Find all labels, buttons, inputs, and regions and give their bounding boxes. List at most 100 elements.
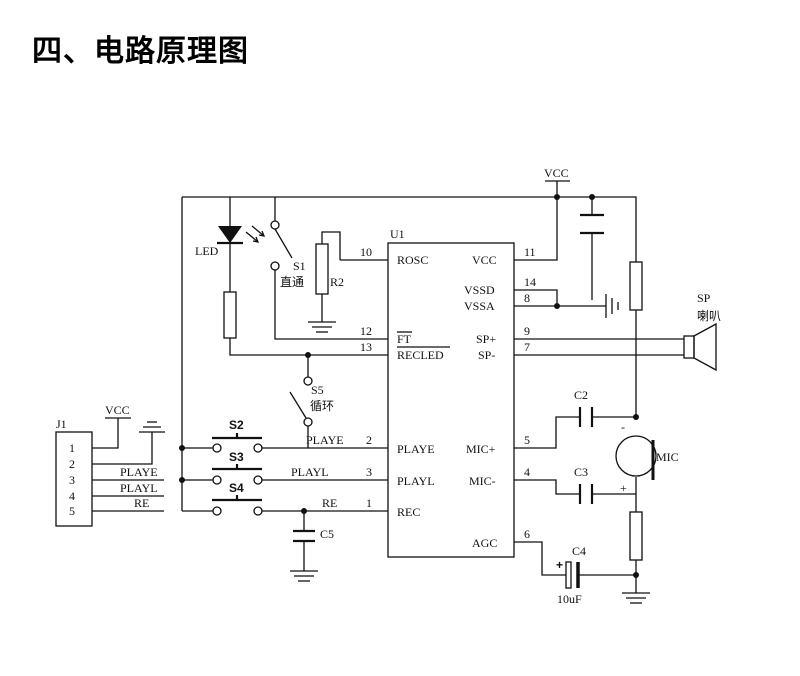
led-indicator: LED — [195, 225, 266, 258]
j1-signal-playl: PLAYL — [120, 481, 158, 495]
chip-body — [387, 242, 515, 558]
pin-name-sp-minus: SP- — [478, 348, 495, 362]
switch-lever — [289, 391, 307, 419]
capacitor-c3: C3 — [574, 465, 594, 504]
switch-lever — [274, 228, 293, 259]
cap-plate-positive — [565, 561, 572, 589]
s1-label: S1 — [293, 259, 306, 273]
pin-num-8: 8 — [524, 291, 530, 305]
chip-ref: U1 — [390, 227, 405, 241]
j1-pin-1: 1 — [69, 441, 75, 455]
wire-top-rail — [182, 196, 637, 262]
s2-label: S2 — [229, 418, 244, 432]
c4-label: C4 — [572, 544, 586, 558]
j1-pin-3: 3 — [69, 473, 75, 487]
c3-label: C3 — [574, 465, 588, 479]
pin-name-sp-plus: SP+ — [476, 332, 496, 346]
led-label: LED — [195, 244, 219, 258]
pin-num-13: 13 — [360, 340, 372, 354]
wire-j1-vcc — [92, 417, 131, 449]
pushbutton-s3: S3 — [212, 450, 263, 485]
mic-bias-resistor-bottom — [629, 511, 643, 561]
microphone: MIC - + — [615, 420, 679, 495]
wire-j1-gnd — [92, 432, 153, 465]
led-light-arrow — [245, 231, 260, 243]
resistor-r2: R2 — [308, 243, 344, 333]
switch-contact — [270, 261, 280, 271]
wire-vcc-top — [514, 180, 570, 261]
capacitor-c5: C5 — [290, 527, 334, 582]
net-label-playl: PLAYL — [291, 465, 329, 479]
vcc-top-label: VCC — [544, 166, 569, 180]
junction-dot — [301, 508, 307, 514]
pushbutton-s4: S4 — [212, 481, 263, 516]
pin-num-11: 11 — [524, 245, 536, 259]
led-light-arrow — [251, 225, 266, 237]
button-contact — [212, 475, 222, 485]
button-contact — [253, 506, 263, 516]
button-contact — [253, 443, 263, 453]
switch-s1: S1 直通 — [270, 220, 306, 289]
pin-num-10: 10 — [360, 245, 372, 259]
pin-num-12: 12 — [360, 324, 372, 338]
pin-name-rosc: ROSC — [397, 253, 428, 267]
led-resistor — [223, 291, 237, 339]
j1-vcc-label: VCC — [105, 403, 130, 417]
button-contact — [253, 475, 263, 485]
speaker: SP 喇叭 — [683, 291, 721, 372]
pin-num-3: 3 — [366, 465, 372, 479]
pin-name-vcc: VCC — [472, 253, 497, 267]
chip-u1: U1 ROSC FT RECLED PLAYE PLAYL REC 10 12 … — [360, 227, 536, 558]
mic-bias-resistor-top — [629, 261, 643, 311]
button-contact — [212, 443, 222, 453]
j1-label: J1 — [56, 417, 67, 431]
junction-dot — [633, 414, 639, 420]
pin-num-2: 2 — [366, 433, 372, 447]
pin-num-9: 9 — [524, 324, 530, 338]
j1-signal-re: RE — [134, 496, 149, 510]
pin-name-mic-plus: MIC+ — [466, 442, 496, 456]
wire-led-branch — [229, 197, 388, 356]
pin-num-1: 1 — [366, 496, 372, 510]
junction-dot — [179, 477, 185, 483]
j1-signal-playe: PLAYE — [120, 465, 158, 479]
pin-name-agc: AGC — [472, 536, 497, 550]
s1-desc: 直通 — [280, 275, 304, 289]
j1-pin-4: 4 — [69, 489, 75, 503]
junction-dot — [633, 572, 639, 578]
capacitor-c4: + C4 10uF — [556, 544, 586, 606]
ground-symbol-mic — [622, 592, 650, 604]
sp-label: SP — [697, 291, 711, 305]
wire-speaker — [514, 338, 684, 356]
connector-j1: J1 1 2 3 4 5 VCC PLAYE PLAYL RE — [55, 403, 165, 527]
pin-name-playe: PLAYE — [397, 442, 435, 456]
junction-dot — [554, 303, 560, 309]
pin-name-vssa: VSSA — [464, 299, 495, 313]
c5-label: C5 — [320, 527, 334, 541]
junction-dot — [305, 352, 311, 358]
junction-dot — [179, 445, 185, 451]
junction-dot — [589, 194, 595, 200]
mic-plus-mark: + — [620, 481, 627, 495]
switch-contact — [270, 220, 280, 230]
switch-s5: S5 循环 — [289, 376, 334, 427]
switch-contact — [303, 417, 313, 427]
pin-num-5: 5 — [524, 433, 530, 447]
speaker-magnet — [683, 335, 695, 359]
connector-body — [55, 431, 93, 527]
decoupling-capacitor — [580, 213, 604, 235]
wires — [92, 180, 684, 593]
wire-r2-branch — [321, 231, 388, 322]
net-label-playe: PLAYE — [306, 433, 344, 447]
pin-name-ft: FT — [397, 332, 412, 346]
pin-name-rec: REC — [397, 505, 420, 519]
pushbutton-s2: S2 — [212, 418, 263, 453]
led-triangle — [218, 226, 242, 243]
mic-label: MIC — [656, 450, 679, 464]
wire-mic-plus — [514, 416, 636, 449]
j1-pin-2: 2 — [69, 457, 75, 471]
c4-plus-mark: + — [556, 558, 563, 572]
net-label-re: RE — [322, 496, 337, 510]
junctions — [179, 194, 639, 578]
wire-agc — [514, 541, 636, 576]
